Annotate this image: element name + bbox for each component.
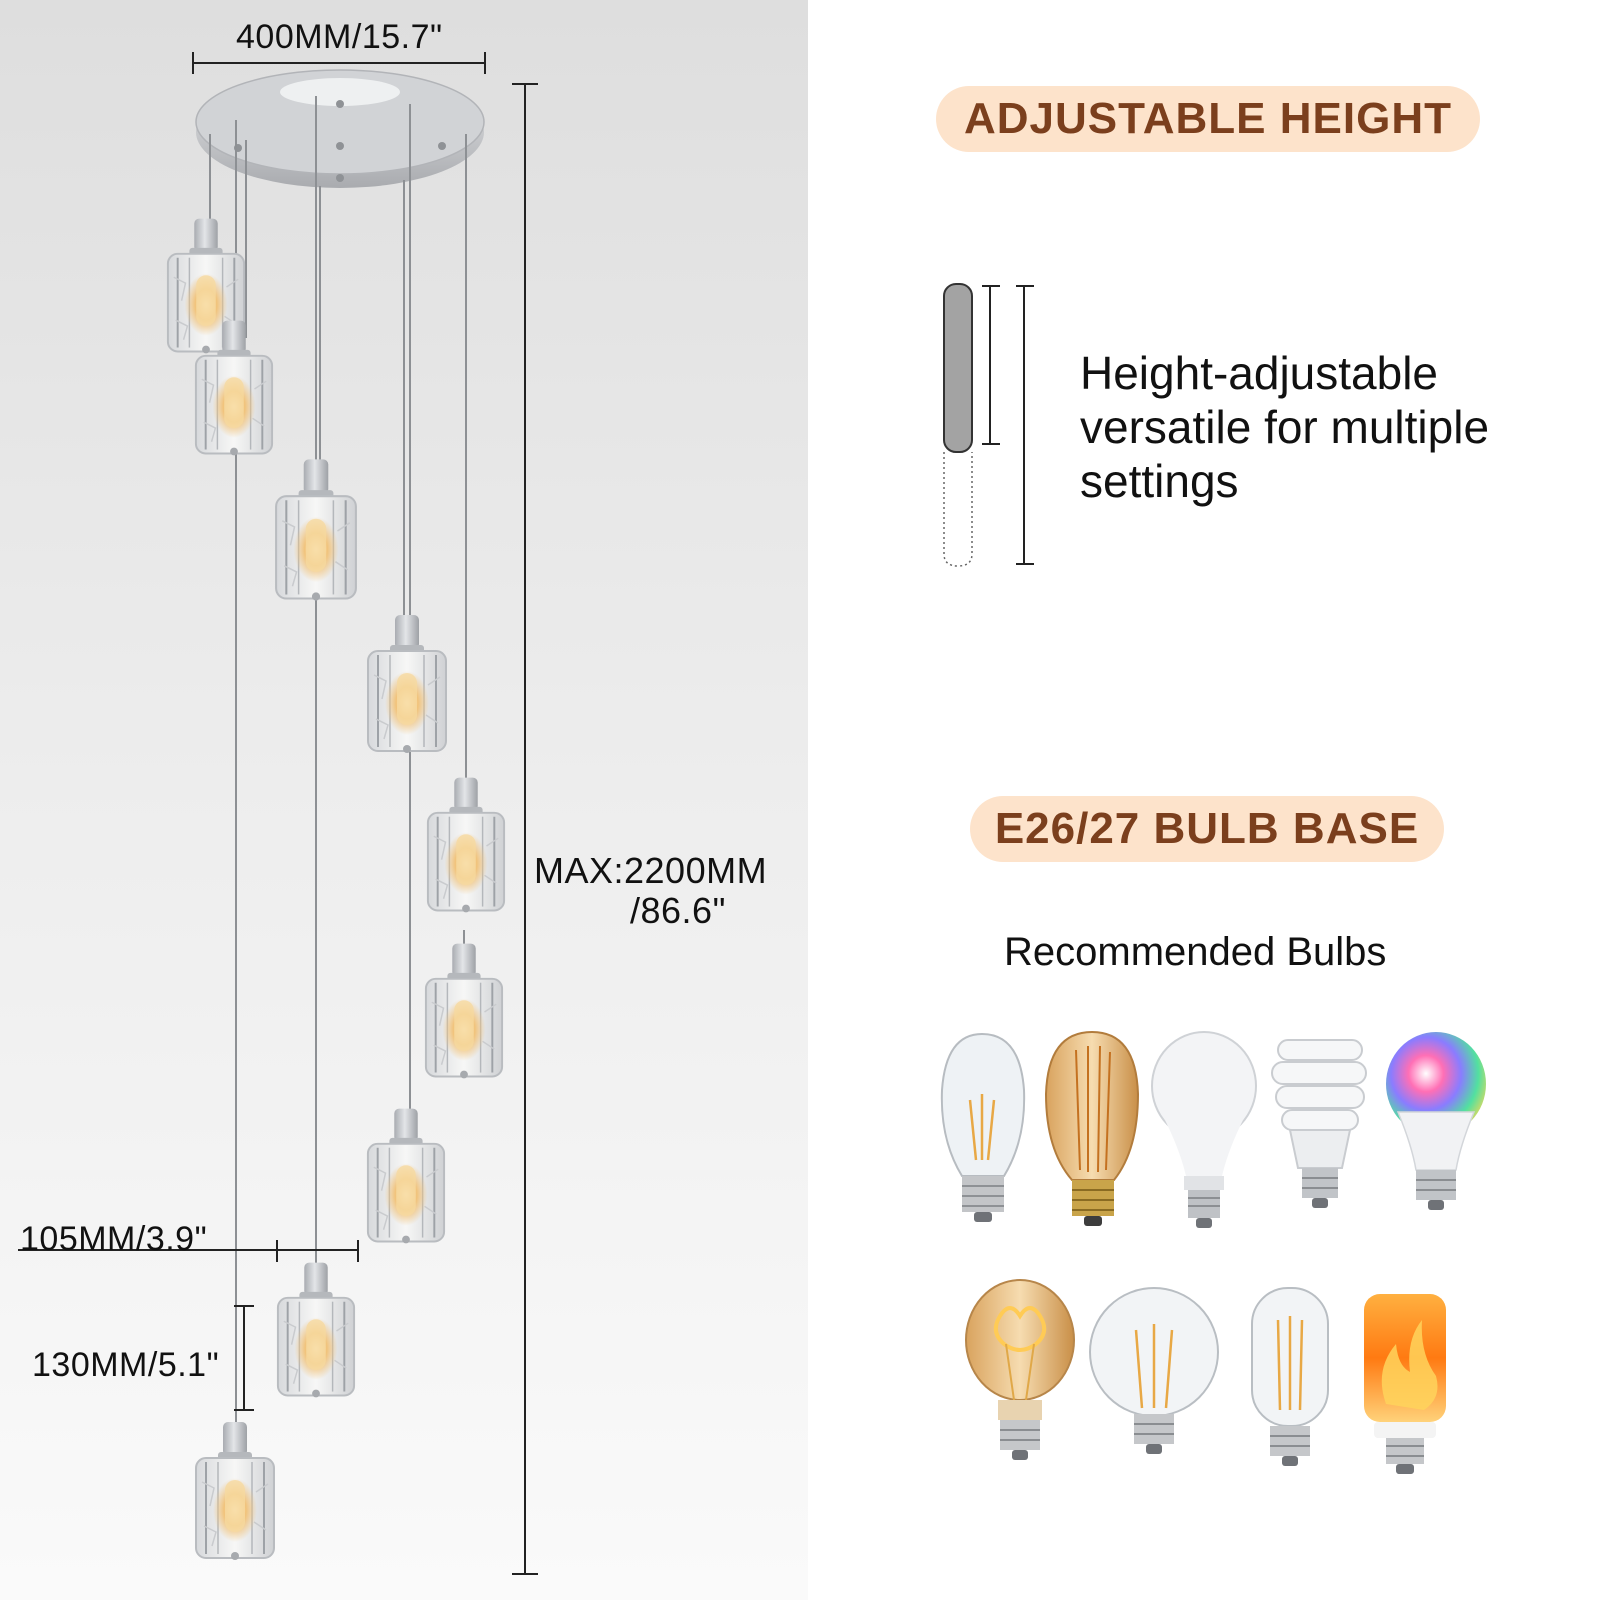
canopy-width-label: 400MM/15.7" [236,18,443,56]
spiral-filament-bulb-icon [965,1279,1075,1460]
rgb-smart-bulb-icon [1386,1032,1486,1210]
shade-height-dimension-line [234,1305,254,1411]
adjustable-height-graphic [943,283,1034,567]
flame-effect-bulb-icon [1364,1294,1446,1474]
shade-width-dimension-line [18,1240,359,1262]
ceiling-canopy [195,69,485,188]
st64-filament-bulb-icon [940,1032,1026,1222]
amber-edison-bulb-icon [1044,1030,1140,1226]
globe-filament-bulb-icon [1089,1287,1219,1454]
canopy-width-dimension-line [192,52,486,74]
max-height-inches-label: /86.6" [630,890,726,931]
adjustable-height-title: ADJUSTABLE HEIGHT [964,94,1452,143]
shade-width-label: 105MM/3.9" [20,1220,208,1258]
led-a19-bulb-icon [1151,1031,1257,1228]
adjustable-height-description: Height-adjustable versatile for multiple… [1080,347,1490,507]
max-height-dimension-line [512,83,538,1575]
recommended-bulbs-heading: Recommended Bulbs [1004,930,1387,974]
bulb-base-title: E26/27 BULB BASE [994,804,1420,853]
bulb-base-badge: E26/27 BULB BASE [970,796,1444,862]
suspension-cords [209,96,467,1452]
max-height-label: MAX:2200MM [534,850,768,891]
cfl-spiral-bulb-icon [1271,1039,1367,1208]
adjustable-height-badge: ADJUSTABLE HEIGHT [936,86,1480,152]
shade-height-label: 130MM/5.1" [32,1346,220,1384]
tubular-filament-bulb-icon [1251,1287,1329,1466]
